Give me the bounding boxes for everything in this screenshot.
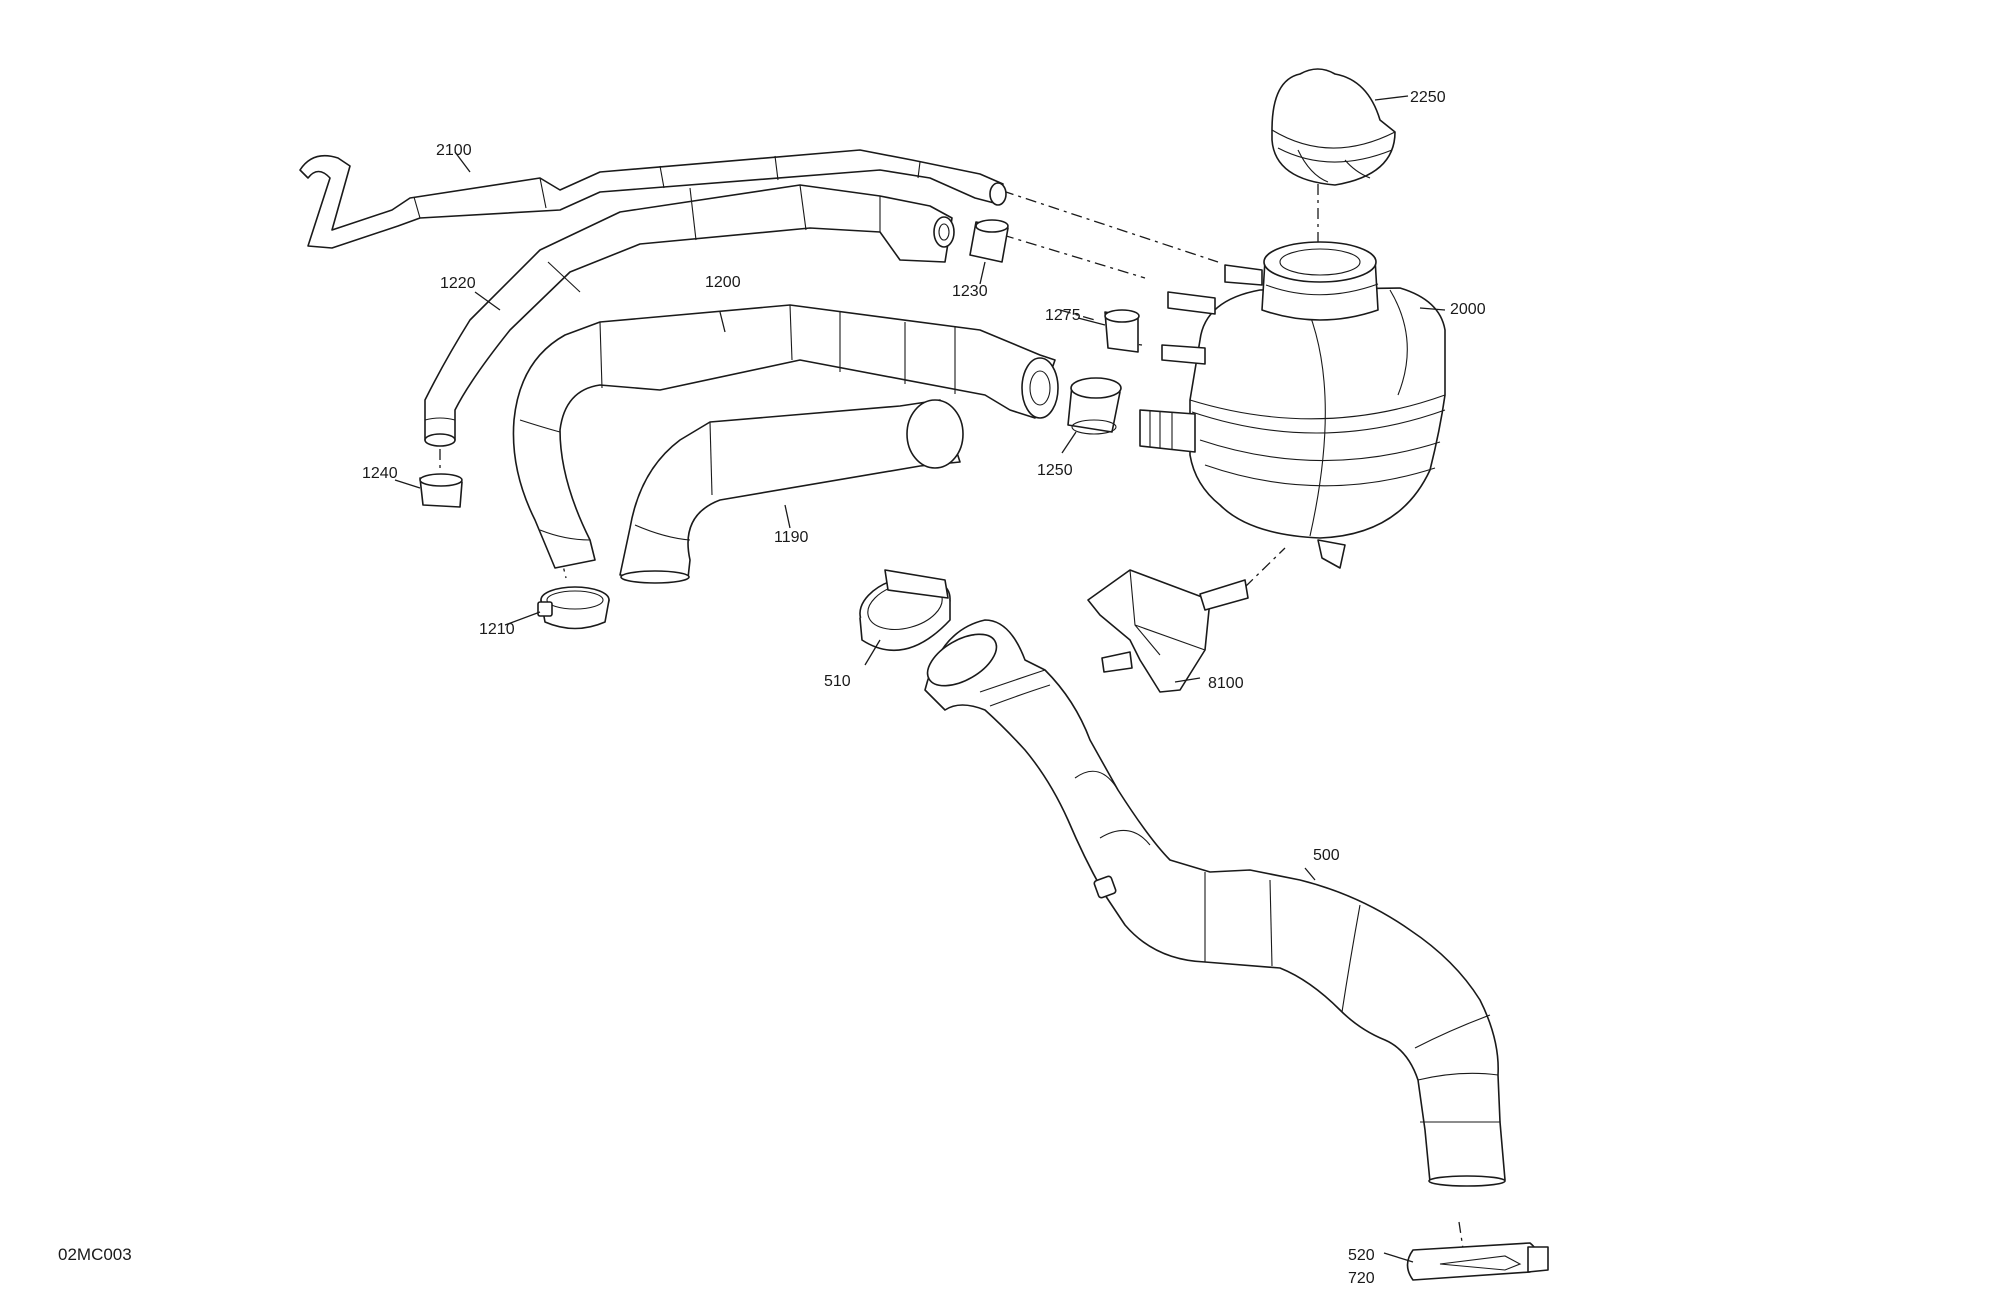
hose-1220[interactable] — [424, 184, 955, 447]
callout-720: 720 — [1348, 1270, 1375, 1287]
vent-hose-2100[interactable] — [299, 149, 1007, 249]
callout-1275: 1275 — [1045, 307, 1081, 324]
callout-1200: 1200 — [705, 274, 741, 291]
callout-2250: 2250 — [1410, 89, 1446, 106]
clamp-510[interactable] — [853, 567, 956, 652]
expansion-tank-2000[interactable] — [1139, 241, 1446, 569]
bracket-8100[interactable] — [1087, 569, 1249, 693]
alignment-lines — [439, 184, 1466, 1263]
callout-2100: 2100 — [436, 142, 472, 159]
clamp-520-720[interactable] — [1406, 1242, 1549, 1281]
reservoir-cap-2250[interactable] — [1271, 68, 1396, 186]
clamp-1240[interactable] — [419, 473, 463, 508]
callout-1240: 1240 — [362, 465, 398, 482]
clamp-1210[interactable] — [537, 586, 610, 630]
callout-labels: 2250 2100 2000 1220 1230 1200 1275 1250 … — [362, 89, 1486, 1287]
hose-1200[interactable] — [512, 304, 1059, 569]
leader-lines — [394, 95, 1446, 1263]
callout-1220: 1220 — [440, 275, 476, 292]
diagram-code: 02MC003 — [58, 1245, 132, 1264]
clamp-1275[interactable] — [1104, 309, 1140, 353]
callout-1230: 1230 — [952, 283, 988, 300]
hose-500[interactable] — [919, 619, 1506, 1187]
clamp-1230[interactable] — [969, 219, 1009, 263]
callout-1210: 1210 — [479, 621, 515, 638]
callout-520: 520 — [1348, 1247, 1375, 1264]
callout-1250: 1250 — [1037, 462, 1073, 479]
hose-1190[interactable] — [619, 399, 964, 584]
clamp-1250[interactable] — [1067, 377, 1122, 435]
callout-1190: 1190 — [774, 529, 809, 546]
callout-510: 510 — [824, 673, 851, 690]
callout-2000: 2000 — [1450, 301, 1486, 318]
callout-8100: 8100 — [1208, 675, 1244, 692]
callout-500: 500 — [1313, 847, 1340, 864]
